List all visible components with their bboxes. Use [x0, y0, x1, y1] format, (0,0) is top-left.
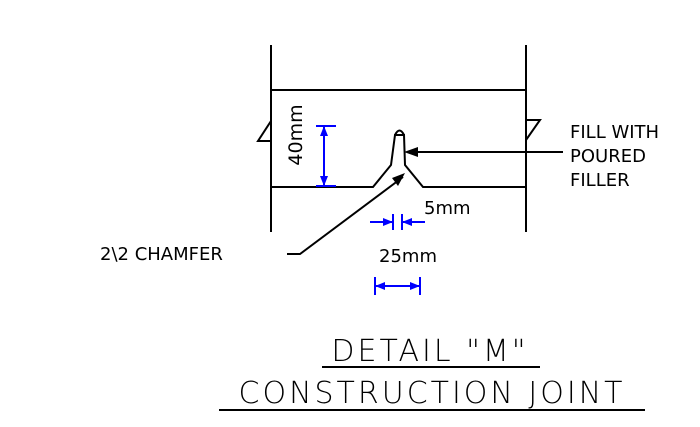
- fill-label-line1: FILL WITH: [570, 122, 659, 143]
- right-break-symbol: [525, 90, 542, 187]
- chamfer-leader: [287, 173, 405, 255]
- depth-label: 40mm: [285, 104, 307, 165]
- width-label: 25mm: [379, 246, 437, 267]
- fill-leader: [404, 147, 563, 157]
- gap-label: 5mm: [424, 198, 471, 219]
- fill-label-line2: POURED: [570, 146, 646, 167]
- title-line2: CONSTRUCTION JOINT: [239, 376, 626, 411]
- bottom-surface-line: [271, 134, 526, 188]
- gap-dimension: [370, 214, 425, 230]
- chamfer-leader-line: [287, 176, 404, 255]
- chamfer-leader-arrowhead: [392, 173, 405, 186]
- left-break-symbol: [256, 90, 272, 187]
- slab-outline: [256, 45, 542, 232]
- title-line1: DETAIL "M": [331, 334, 528, 369]
- fill-label-line3: FILLER: [570, 170, 630, 191]
- fill-leader-arrowhead: [404, 147, 418, 157]
- chamfer-label: 2\2 CHAMFER: [100, 244, 223, 265]
- depth-dimension: [316, 125, 336, 187]
- width-dimension: [374, 277, 421, 295]
- groove-top: [394, 129, 405, 136]
